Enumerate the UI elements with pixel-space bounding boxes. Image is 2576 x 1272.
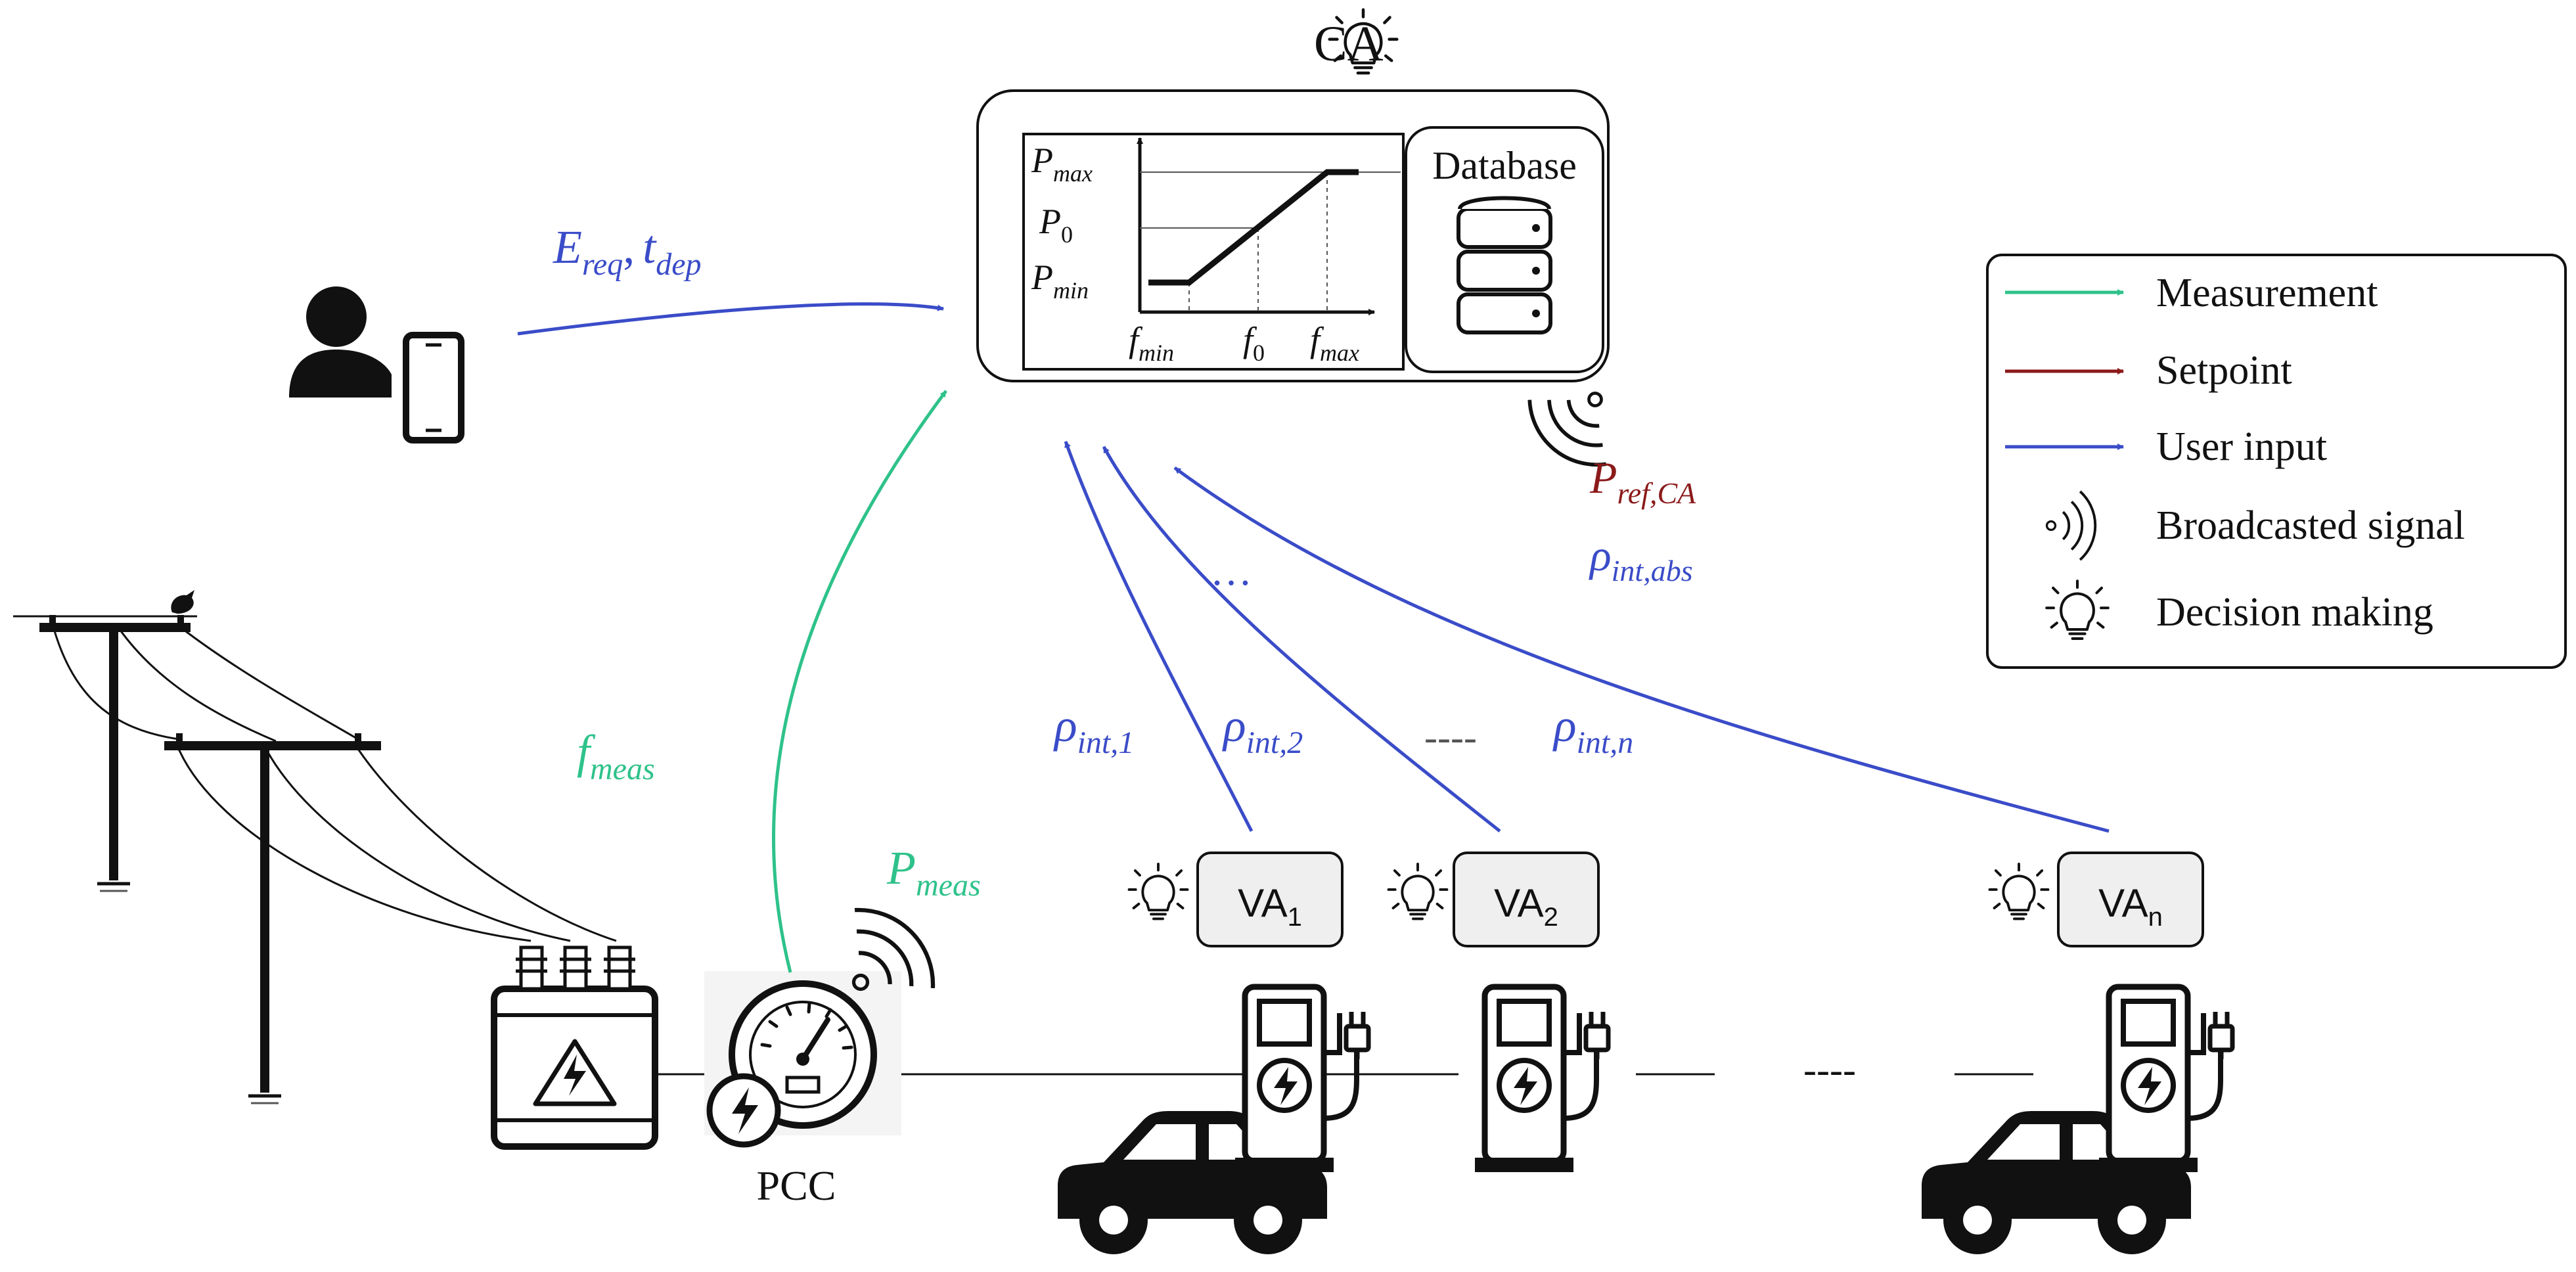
va-n-group: VAn — [1988, 852, 2204, 947]
va-1-lightbulb-icon — [1127, 863, 1189, 920]
va-1-box — [1196, 852, 1344, 947]
va-n-label: VAn — [2098, 881, 2163, 932]
droop-curve-panel: Pmax P0 Pmin fmin f0 fmax — [1022, 133, 1405, 371]
rho-int-2-arrow — [1102, 445, 1501, 832]
va-1-label: VA1 — [1238, 881, 1302, 932]
rho-int-n-label: ρint,n — [1552, 699, 1633, 760]
legend: Measurement Setpoint User input Broadcas… — [1986, 254, 2567, 669]
pcc-label: PCC — [757, 1162, 836, 1209]
f-meas-arrow — [772, 390, 948, 973]
rho-int-2-label: ρint,2 — [1222, 699, 1303, 760]
user-with-phone-icon — [289, 286, 464, 443]
database-icon — [1457, 196, 1552, 334]
p-min-label: Pmin — [1031, 258, 1089, 304]
va-ellipsis-top: … — [1210, 547, 1252, 594]
legend-measurement-label: Measurement — [2156, 271, 2378, 315]
va-n-box — [2057, 852, 2204, 947]
user-request-label: Ereq,tdep — [553, 221, 702, 282]
charging-station-1-icon — [1235, 987, 1368, 1172]
legend-decision-making-label: Decision making — [2156, 590, 2433, 635]
p-meas-label: Pmeas — [886, 842, 981, 903]
legend-box — [1986, 254, 2567, 669]
legend-broadcasted-signal-label: Broadcasted signal — [2156, 503, 2465, 548]
f-max-label: fmax — [1310, 320, 1359, 366]
va-n-lightbulb-icon — [1988, 863, 2050, 920]
rho-int-1-arrow — [1064, 441, 1254, 832]
transformer-icon — [491, 945, 658, 1150]
va-2-group: VA2 — [1387, 852, 1600, 947]
legend-setpoint-label: Setpoint — [2156, 348, 2292, 393]
va-2-lightbulb-icon — [1387, 863, 1449, 920]
p-0-label: P0 — [1039, 202, 1073, 248]
rho-int-1-label: ρint,1 — [1053, 699, 1134, 760]
rho-int-abs-label: ρint,abs — [1589, 530, 1693, 587]
charging-station-n-icon — [2099, 987, 2232, 1172]
database-label: Database — [1432, 144, 1577, 187]
database-panel: Database — [1405, 126, 1604, 373]
f-meas-label: fmeas — [577, 725, 655, 786]
p-ref-ca-label: Pref,CA — [1589, 453, 1696, 510]
user-input-arrow — [517, 302, 944, 336]
va-2-box — [1453, 852, 1600, 947]
droop-characteristic-line — [1148, 169, 1359, 286]
va-dashes-middle: ---- — [1424, 716, 1477, 759]
legend-user-input-label: User input — [2156, 424, 2327, 469]
p-max-label: Pmax — [1031, 141, 1093, 187]
power-grid-icon — [13, 590, 617, 1104]
pcc-meter-icon — [704, 971, 901, 1148]
va-1-group: VA1 — [1127, 852, 1344, 947]
va-2-label: VA2 — [1494, 881, 1558, 932]
rho-int-n-arrow — [1173, 466, 2110, 833]
charging-station-2-icon — [1475, 987, 1608, 1172]
bus-line-dashes: ---- — [1803, 1048, 1856, 1091]
